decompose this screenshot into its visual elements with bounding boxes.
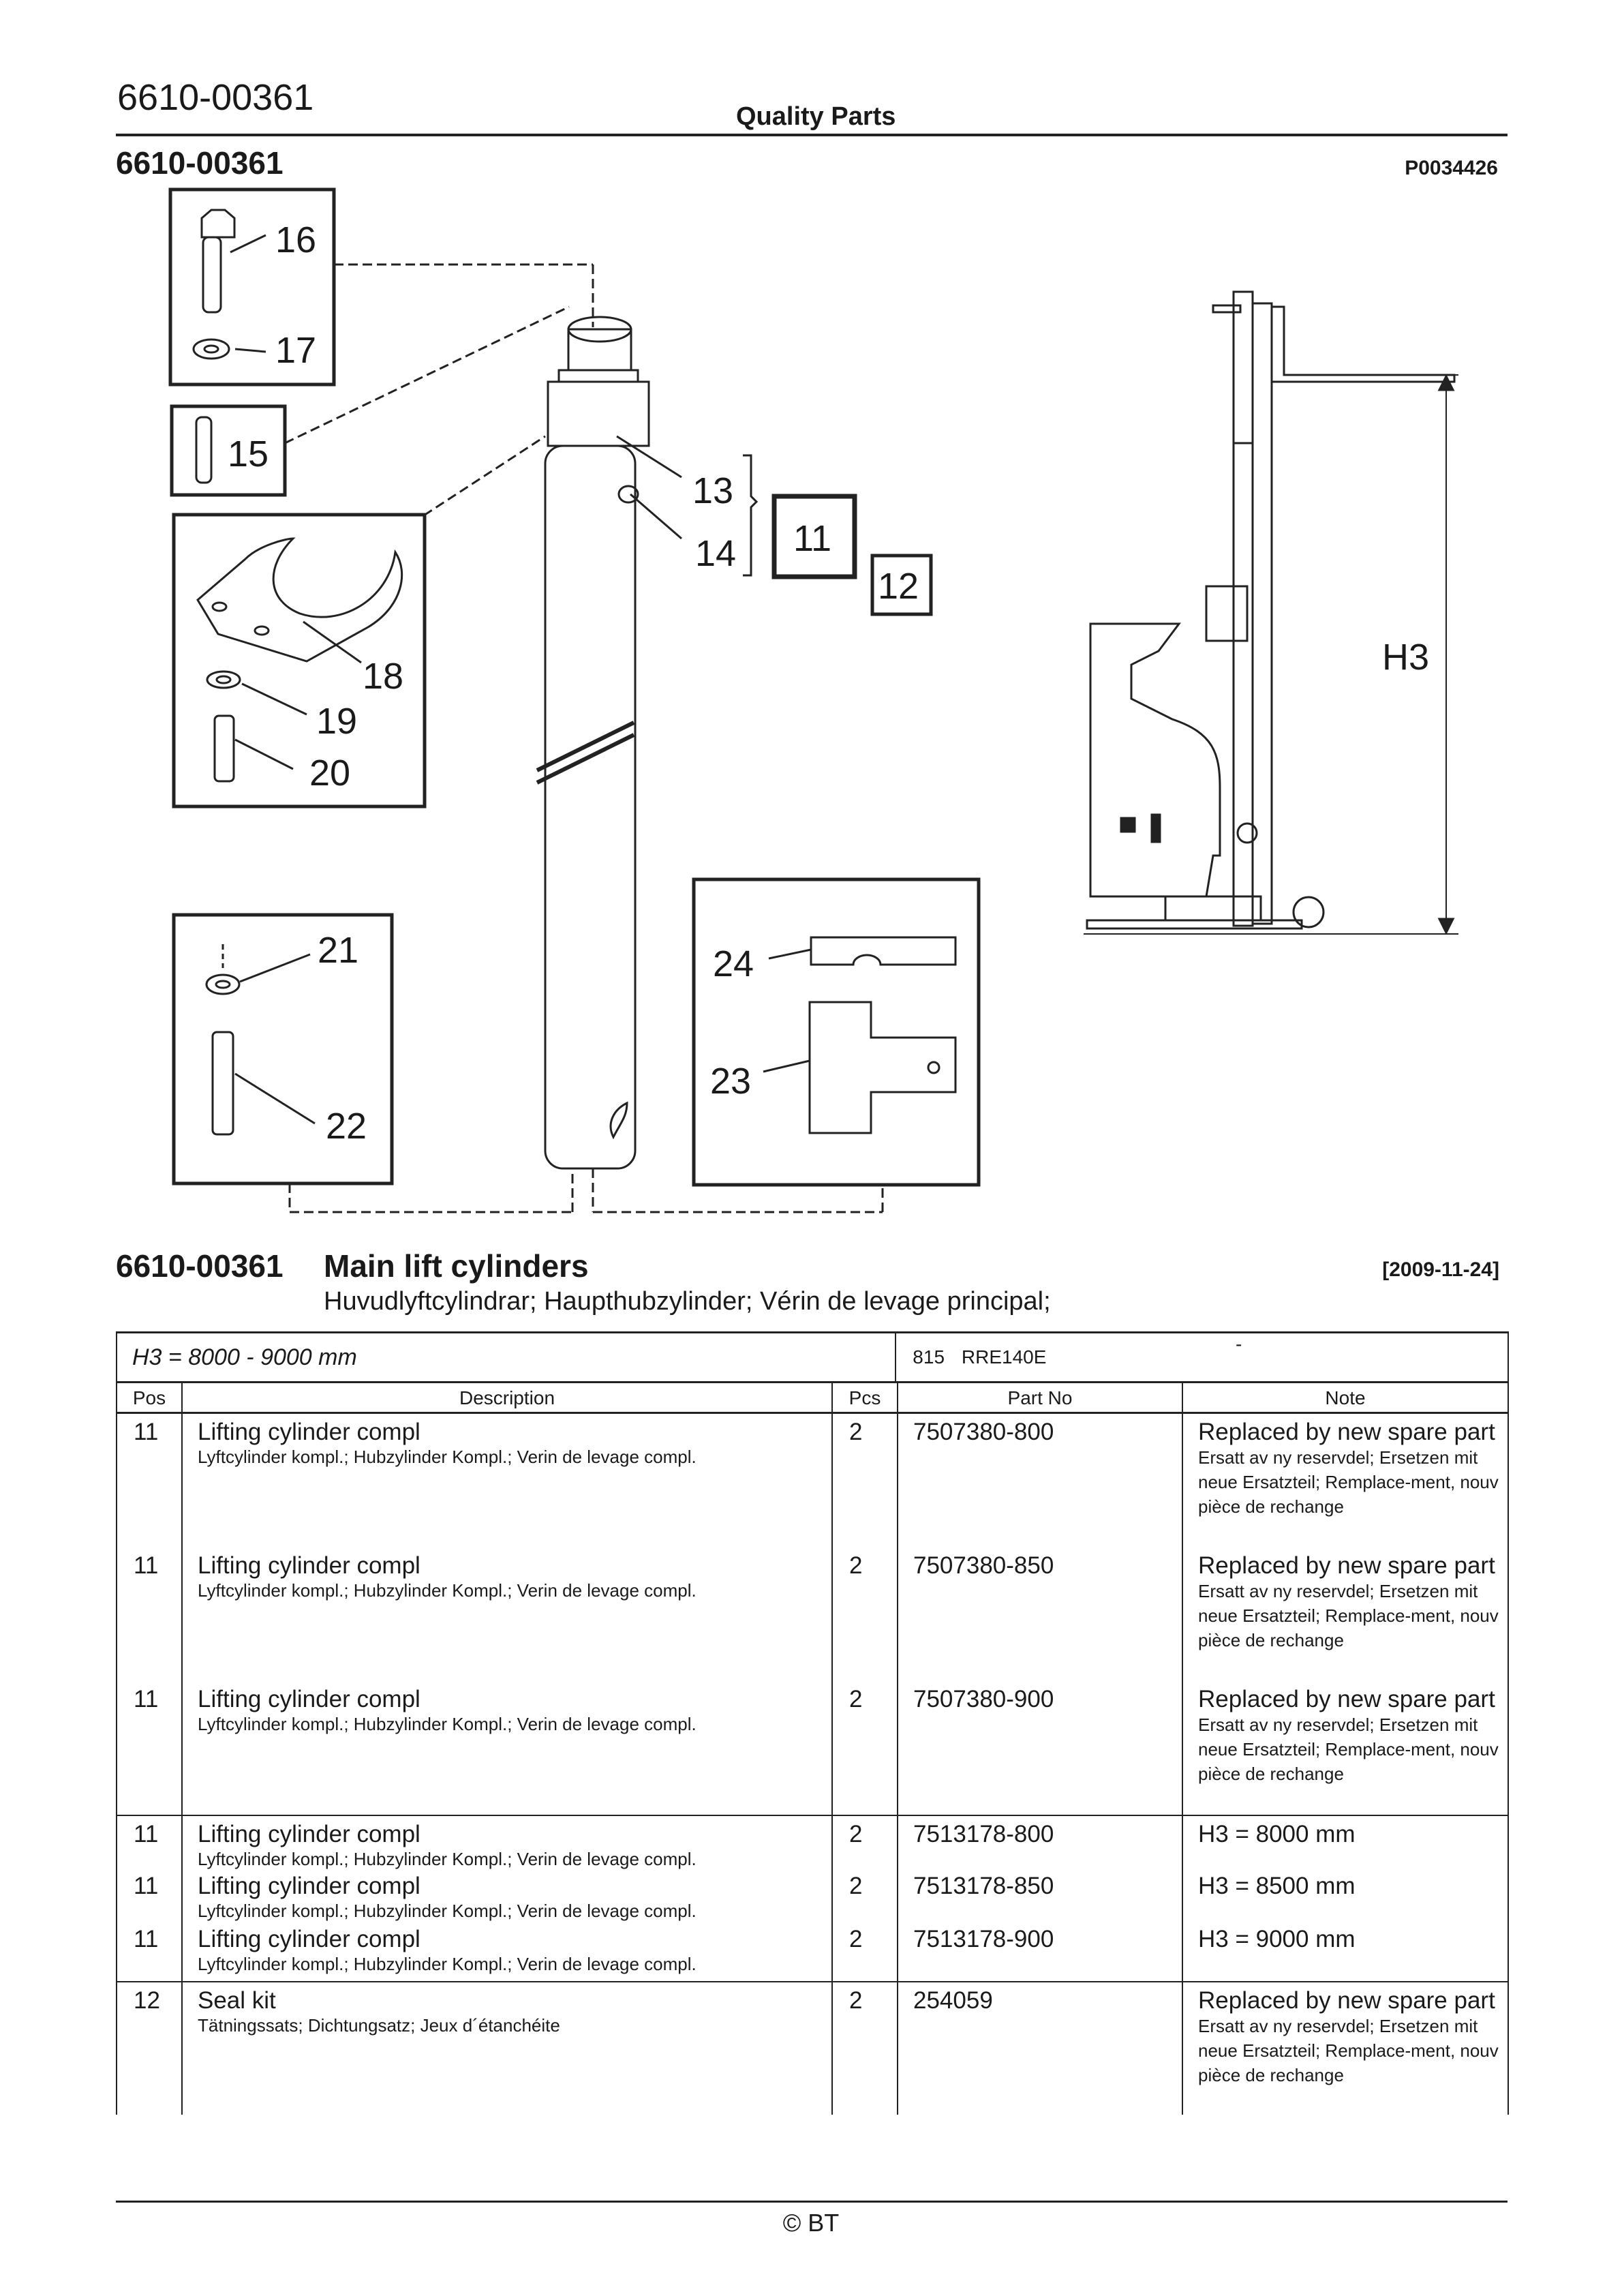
variant-row: H3 = 8000 - 9000 mm 815 RRE140E - <box>116 1331 1509 1383</box>
row-description-translation: Lyftcylinder kompl.; Hubzylinder Kompl.;… <box>198 1580 697 1601</box>
col-pcs: Pcs <box>831 1381 898 1414</box>
section-date: [2009-11-24] <box>1382 1258 1499 1281</box>
row-pos: 11 <box>134 1552 159 1579</box>
section-subtitle: Huvudlyftcylindrar; Haupthubzylinder; Vé… <box>324 1287 1051 1316</box>
section-title-number: 6610-00361 <box>116 1248 284 1284</box>
row-part-no: 7513178-900 <box>913 1926 1054 1952</box>
header-rule <box>116 134 1508 136</box>
row-note: Replaced by new spare part <box>1198 1419 1495 1445</box>
variant-model: RRE140E <box>961 1346 1047 1368</box>
callout-15: 15 <box>228 434 269 474</box>
row-note: H3 = 8500 mm <box>1198 1873 1356 1899</box>
row-description-translation: Tätningssats; Dichtungsatz; Jeux d´étanc… <box>198 2015 560 2036</box>
row-pcs: 2 <box>849 1686 863 1712</box>
row-description: Lifting cylinder compl <box>198 1552 420 1579</box>
row-note: H3 = 8000 mm <box>1198 1821 1356 1847</box>
callout-22: 22 <box>326 1106 367 1147</box>
row-description-translation: Lyftcylinder kompl.; Hubzylinder Kompl.;… <box>198 1849 697 1869</box>
row-pos: 11 <box>134 1686 159 1712</box>
col-note: Note <box>1182 1381 1509 1414</box>
parts-table: H3 = 8000 - 9000 mm 815 RRE140E - Pos De… <box>116 1331 1509 2115</box>
row-description: Lifting cylinder compl <box>198 1686 420 1712</box>
callout-18: 18 <box>363 656 403 697</box>
row-description: Lifting cylinder compl <box>198 1926 420 1952</box>
row-description: Lifting cylinder compl <box>198 1873 420 1899</box>
row-pcs: 2 <box>849 1926 863 1952</box>
document-number: 6610-00361 <box>117 77 314 118</box>
col-description: Description <box>181 1381 833 1414</box>
row-pcs: 2 <box>849 1552 863 1579</box>
row-part-no: 7513178-800 <box>913 1821 1054 1847</box>
variant-code: 815 <box>913 1346 945 1368</box>
col-part-no: Part No <box>897 1381 1183 1414</box>
callout-19: 19 <box>316 701 357 742</box>
callout-20: 20 <box>309 753 350 794</box>
row-pos: 11 <box>134 1419 159 1445</box>
callout-23: 23 <box>710 1061 751 1102</box>
row-note: Replaced by new spare part <box>1198 1987 1495 2014</box>
row-note: Replaced by new spare part <box>1198 1686 1495 1712</box>
variant-dash: - <box>1182 1331 1509 1383</box>
row-description: Seal kit <box>198 1987 276 2014</box>
callout-box-23-24 <box>692 877 981 1187</box>
row-description: Lifting cylinder compl <box>198 1419 420 1445</box>
row-part-no: 7507380-900 <box>913 1686 1054 1712</box>
callout-24: 24 <box>713 943 754 984</box>
copyright: © BT <box>782 2209 840 2237</box>
callout-box-12 <box>870 554 933 616</box>
row-pcs: 2 <box>849 1987 863 2014</box>
section-number: 6610-00361 <box>116 145 284 181</box>
row-note: H3 = 9000 mm <box>1198 1926 1356 1952</box>
callout-11: 11 <box>793 518 831 559</box>
row-part-no: 7513178-850 <box>913 1873 1054 1899</box>
row-pos: 11 <box>134 1926 159 1952</box>
column-headers: Pos Description Pcs Part No Note <box>116 1381 1509 1414</box>
row-pos: 11 <box>134 1873 159 1899</box>
row-note-translation: Ersatt av ny reservdel; Ersetzen mit neu… <box>1198 2016 1499 2085</box>
row-part-no: 7507380-850 <box>913 1552 1054 1579</box>
row-note: Replaced by new spare part <box>1198 1552 1495 1579</box>
section-title: Main lift cylinders <box>324 1248 589 1284</box>
row-description-translation: Lyftcylinder kompl.; Hubzylinder Kompl.;… <box>198 1714 697 1734</box>
callout-12: 12 <box>878 566 919 607</box>
exploded-diagram: 16 17 15 18 19 20 21 22 13 14 11 12 24 2… <box>168 187 1458 1213</box>
callout-box-16-17 <box>168 187 336 387</box>
row-pcs: 2 <box>849 1873 863 1899</box>
callout-16: 16 <box>275 220 316 260</box>
header-title: Quality Parts <box>736 102 896 131</box>
row-description-translation: Lyftcylinder kompl.; Hubzylinder Kompl.;… <box>198 1901 697 1921</box>
row-pos: 11 <box>134 1821 159 1847</box>
row-pos: 12 <box>134 1987 160 2014</box>
row-note-translation: Ersatt av ny reservdel; Ersetzen mit neu… <box>1198 1715 1499 1784</box>
picture-code: P0034426 <box>1405 157 1498 179</box>
callout-13: 13 <box>692 470 733 511</box>
callout-box-18-20 <box>172 513 427 809</box>
dimension-h3-label: H3 <box>1382 637 1429 678</box>
row-pcs: 2 <box>849 1419 863 1445</box>
row-note-translation: Ersatt av ny reservdel; Ersetzen mit neu… <box>1198 1447 1499 1517</box>
row-description-translation: Lyftcylinder kompl.; Hubzylinder Kompl.;… <box>198 1954 697 1974</box>
callout-17: 17 <box>275 330 316 371</box>
callout-box-15 <box>170 404 287 497</box>
variant-range: H3 = 8000 - 9000 mm <box>132 1344 357 1370</box>
row-note-translation: Ersatt av ny reservdel; Ersetzen mit neu… <box>1198 1581 1499 1650</box>
row-part-no: 7507380-800 <box>913 1419 1054 1445</box>
row-part-no: 254059 <box>913 1987 993 2014</box>
row-description-translation: Lyftcylinder kompl.; Hubzylinder Kompl.;… <box>198 1447 697 1467</box>
row-description: Lifting cylinder compl <box>198 1821 420 1847</box>
callout-21: 21 <box>318 930 358 971</box>
callout-box-11 <box>771 494 857 579</box>
col-pos: Pos <box>116 1381 183 1414</box>
callout-box-21-22 <box>172 913 394 1185</box>
footer-rule <box>116 2201 1508 2203</box>
callout-14: 14 <box>695 533 736 574</box>
row-pcs: 2 <box>849 1821 863 1847</box>
